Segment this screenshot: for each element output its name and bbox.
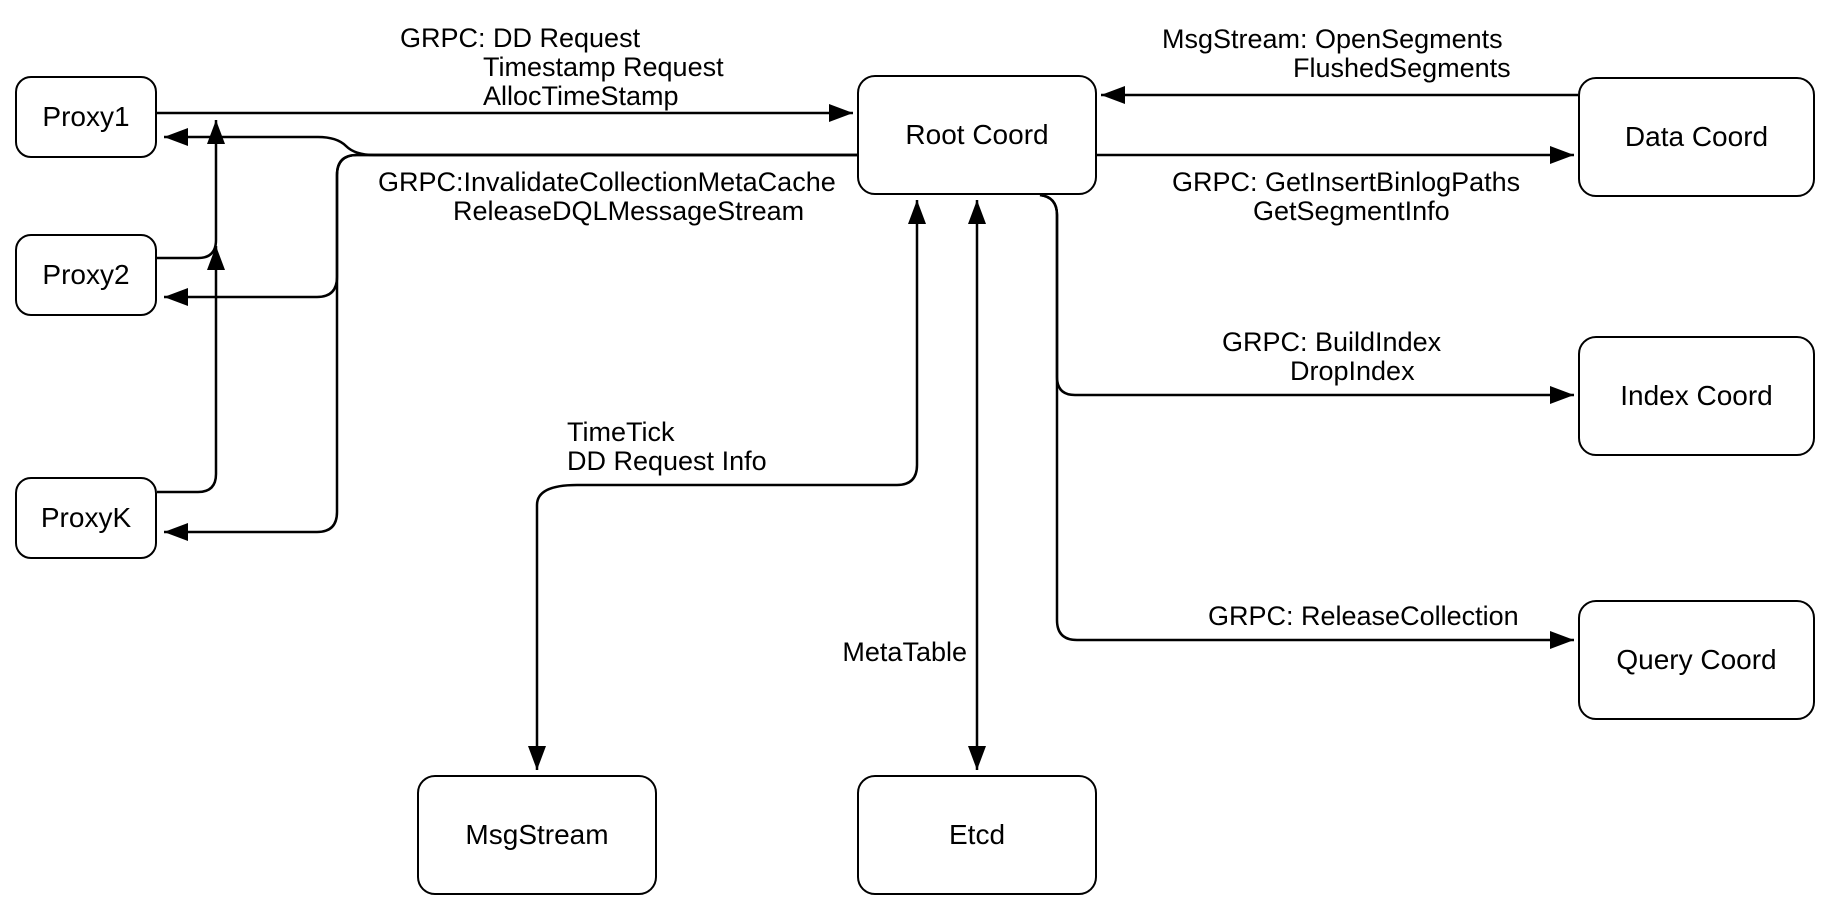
edge-label-line: GRPC:InvalidateCollectionMetaCache: [378, 167, 836, 197]
node-proxyk: ProxyK: [15, 477, 157, 559]
edge-label-root-to-msgstream: TimeTick DD Request Info: [567, 418, 767, 476]
edge-label-line: GRPC: ReleaseCollection: [1208, 601, 1519, 631]
edge-label-line: MsgStream: OpenSegments: [1162, 24, 1503, 54]
edge-rootcoord-msgstream: [528, 200, 926, 770]
edge-proxy2-join: [157, 120, 225, 260]
edge-rootcoord-to-proxy1: [164, 128, 857, 157]
node-data-coord: Data Coord: [1578, 77, 1815, 197]
edge-label-root-to-proxy: GRPC:InvalidateCollectionMetaCache Relea…: [378, 168, 836, 226]
edge-label-line: FlushedSegments: [1293, 53, 1511, 83]
node-proxy2: Proxy2: [15, 234, 157, 316]
edge-proxyk-join: [157, 246, 225, 494]
edge-label-line: ReleaseDQLMessageStream: [453, 196, 805, 226]
edge-label-root-to-query: GRPC: ReleaseCollection: [1208, 602, 1519, 631]
node-root-coord: Root Coord: [857, 75, 1097, 195]
edge-rootcoord-to-querycoord: [1039, 193, 1574, 649]
edge-label-root-to-data: GRPC: GetInsertBinlogPaths GetSegmentInf…: [1172, 168, 1520, 226]
node-proxy1: Proxy1: [15, 76, 157, 158]
edge-label-line: GRPC: GetInsertBinlogPaths: [1172, 167, 1521, 197]
edge-label-line: DropIndex: [1290, 356, 1415, 386]
edge-label-line: Timestamp Request: [483, 52, 724, 82]
edge-label-line: AllocTimeStamp: [483, 81, 679, 111]
edge-label-root-to-etcd: MetaTable: [837, 638, 967, 667]
node-etcd: Etcd: [857, 775, 1097, 895]
edge-label-line: GRPC: BuildIndex: [1222, 327, 1442, 357]
node-msgstream: MsgStream: [417, 775, 657, 895]
edge-label-line: DD Request Info: [567, 446, 767, 476]
edge-label-root-to-index: GRPC: BuildIndex DropIndex: [1222, 328, 1441, 386]
edge-label-data-to-root: MsgStream: OpenSegments FlushedSegments: [1162, 25, 1511, 83]
node-query-coord: Query Coord: [1578, 600, 1815, 720]
edge-rootcoord-to-proxyk: [164, 153, 857, 541]
edge-label-line: GRPC: DD Request: [400, 23, 641, 53]
edge-label-line: MetaTable: [842, 637, 967, 667]
node-index-coord: Index Coord: [1578, 336, 1815, 456]
edge-label-line: TimeTick: [567, 417, 675, 447]
edge-label-line: GetSegmentInfo: [1253, 196, 1450, 226]
edge-label-proxy-to-root: GRPC: DD Request Timestamp Request Alloc…: [400, 24, 724, 111]
